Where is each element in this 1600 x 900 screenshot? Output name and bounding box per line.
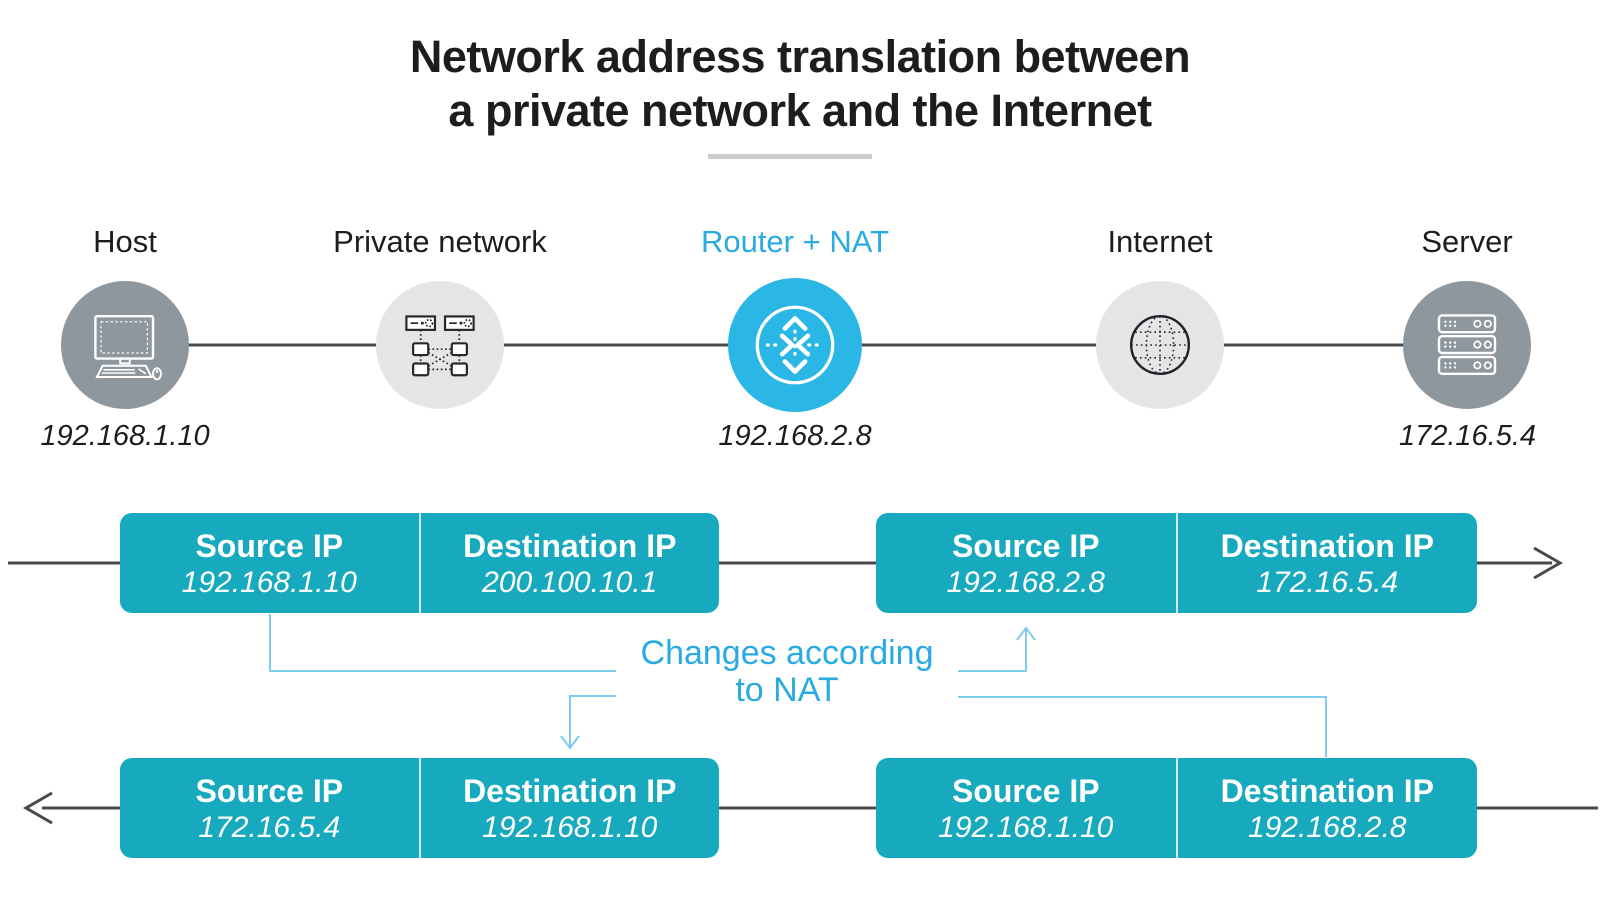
source-ip-cell: Source IP 192.168.1.10: [120, 513, 419, 613]
private-network-node: [376, 281, 504, 409]
desktop-computer-icon: [94, 315, 162, 381]
source-ip-value: 172.16.5.4: [198, 811, 341, 844]
internet-node: [1096, 281, 1224, 409]
destination-ip-value: 172.16.5.4: [1256, 566, 1399, 599]
router-icon: [755, 305, 835, 385]
host-node: [61, 281, 189, 409]
right-arrow-icon: [1533, 546, 1564, 580]
packet-outbound-after-nat: Source IP 192.168.2.8 Destination IP 172…: [876, 513, 1477, 613]
title-line-2: a private network and the Internet: [448, 85, 1152, 136]
down-arrow-icon: [560, 735, 580, 750]
up-arrow-icon: [1016, 626, 1036, 641]
router-ip: 192.168.2.8: [718, 420, 872, 452]
destination-ip-label: Destination IP: [1220, 773, 1434, 809]
source-ip-cell: Source IP 172.16.5.4: [120, 758, 419, 858]
node-label-server: Server: [1421, 224, 1513, 259]
node-label-private-network: Private network: [333, 224, 547, 259]
source-ip-value: 192.168.2.8: [946, 566, 1105, 599]
server-rack-icon: [1437, 314, 1497, 375]
nat-connector-from-source: [269, 614, 616, 672]
destination-ip-cell: Destination IP 192.168.2.8: [1178, 758, 1478, 858]
destination-ip-value: 192.168.2.8: [1248, 811, 1407, 844]
source-ip-label: Source IP: [195, 773, 344, 809]
destination-ip-label: Destination IP: [1220, 528, 1434, 564]
destination-ip-label: Destination IP: [463, 773, 677, 809]
host-ip: 192.168.1.10: [40, 420, 210, 452]
source-ip-label: Source IP: [951, 773, 1100, 809]
source-ip-value: 192.168.1.10: [938, 811, 1114, 844]
packet-outbound-before-nat: Source IP 192.168.1.10 Destination IP 20…: [120, 513, 719, 613]
lan-topology-icon: [405, 315, 475, 377]
destination-ip-value: 192.168.1.10: [482, 811, 658, 844]
packet-return-before-nat: Source IP 192.168.1.10 Destination IP 19…: [876, 758, 1477, 858]
nat-connector-from-return-destination: [958, 696, 1327, 757]
server-node: [1403, 281, 1531, 409]
source-ip-cell: Source IP 192.168.2.8: [876, 513, 1176, 613]
destination-ip-cell: Destination IP 172.16.5.4: [1178, 513, 1478, 613]
server-ip: 172.16.5.4: [1398, 420, 1537, 452]
nat-annotation-line-1: Changes according: [640, 634, 934, 672]
globe-icon: [1130, 315, 1190, 375]
node-label-host: Host: [93, 224, 157, 259]
left-arrow-icon: [22, 791, 53, 825]
source-ip-label: Source IP: [195, 528, 344, 564]
router-nat-node: [728, 278, 862, 412]
source-ip-cell: Source IP 192.168.1.10: [876, 758, 1176, 858]
nat-annotation-line-2: to NAT: [735, 671, 839, 709]
source-ip-value: 192.168.1.10: [181, 566, 357, 599]
title-line-1: Network address translation between: [409, 31, 1191, 82]
packet-return-after-nat: Source IP 172.16.5.4 Destination IP 192.…: [120, 758, 719, 858]
source-ip-label: Source IP: [951, 528, 1100, 564]
destination-ip-cell: Destination IP 200.100.10.1: [421, 513, 720, 613]
destination-ip-cell: Destination IP 192.168.1.10: [421, 758, 720, 858]
node-label-router-nat: Router + NAT: [700, 224, 890, 259]
destination-ip-value: 200.100.10.1: [482, 566, 658, 599]
title-divider: [708, 154, 872, 159]
destination-ip-label: Destination IP: [463, 528, 677, 564]
node-label-internet: Internet: [1107, 224, 1213, 259]
